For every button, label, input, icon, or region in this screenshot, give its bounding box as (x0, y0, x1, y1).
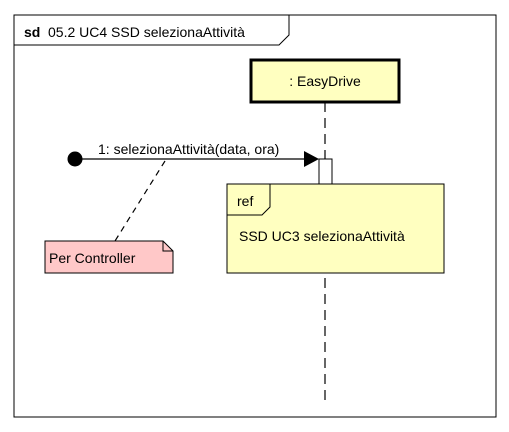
frame-title: 05.2 UC4 SSD selezionaAttività (48, 24, 245, 40)
frame-keyword: sd (24, 24, 40, 40)
lifeline-head[interactable] (249, 58, 401, 104)
note-box[interactable] (44, 240, 174, 274)
message-arrowhead-icon (304, 151, 319, 167)
interaction-use-keyword: ref (237, 193, 253, 209)
message-label: 1: selezionaAttività(data, ora) (98, 141, 279, 157)
interaction-use-text: SSD UC3 selezionaAttività (239, 228, 405, 244)
frame-title-tab (13, 14, 290, 46)
lifeline-name: : EasyDrive (289, 73, 361, 89)
note-text: Per Controller (49, 250, 136, 266)
interaction-use-tab (226, 183, 271, 216)
note-fold-corner (162, 241, 173, 252)
activation-bar (318, 158, 333, 185)
note-connector (114, 160, 166, 242)
